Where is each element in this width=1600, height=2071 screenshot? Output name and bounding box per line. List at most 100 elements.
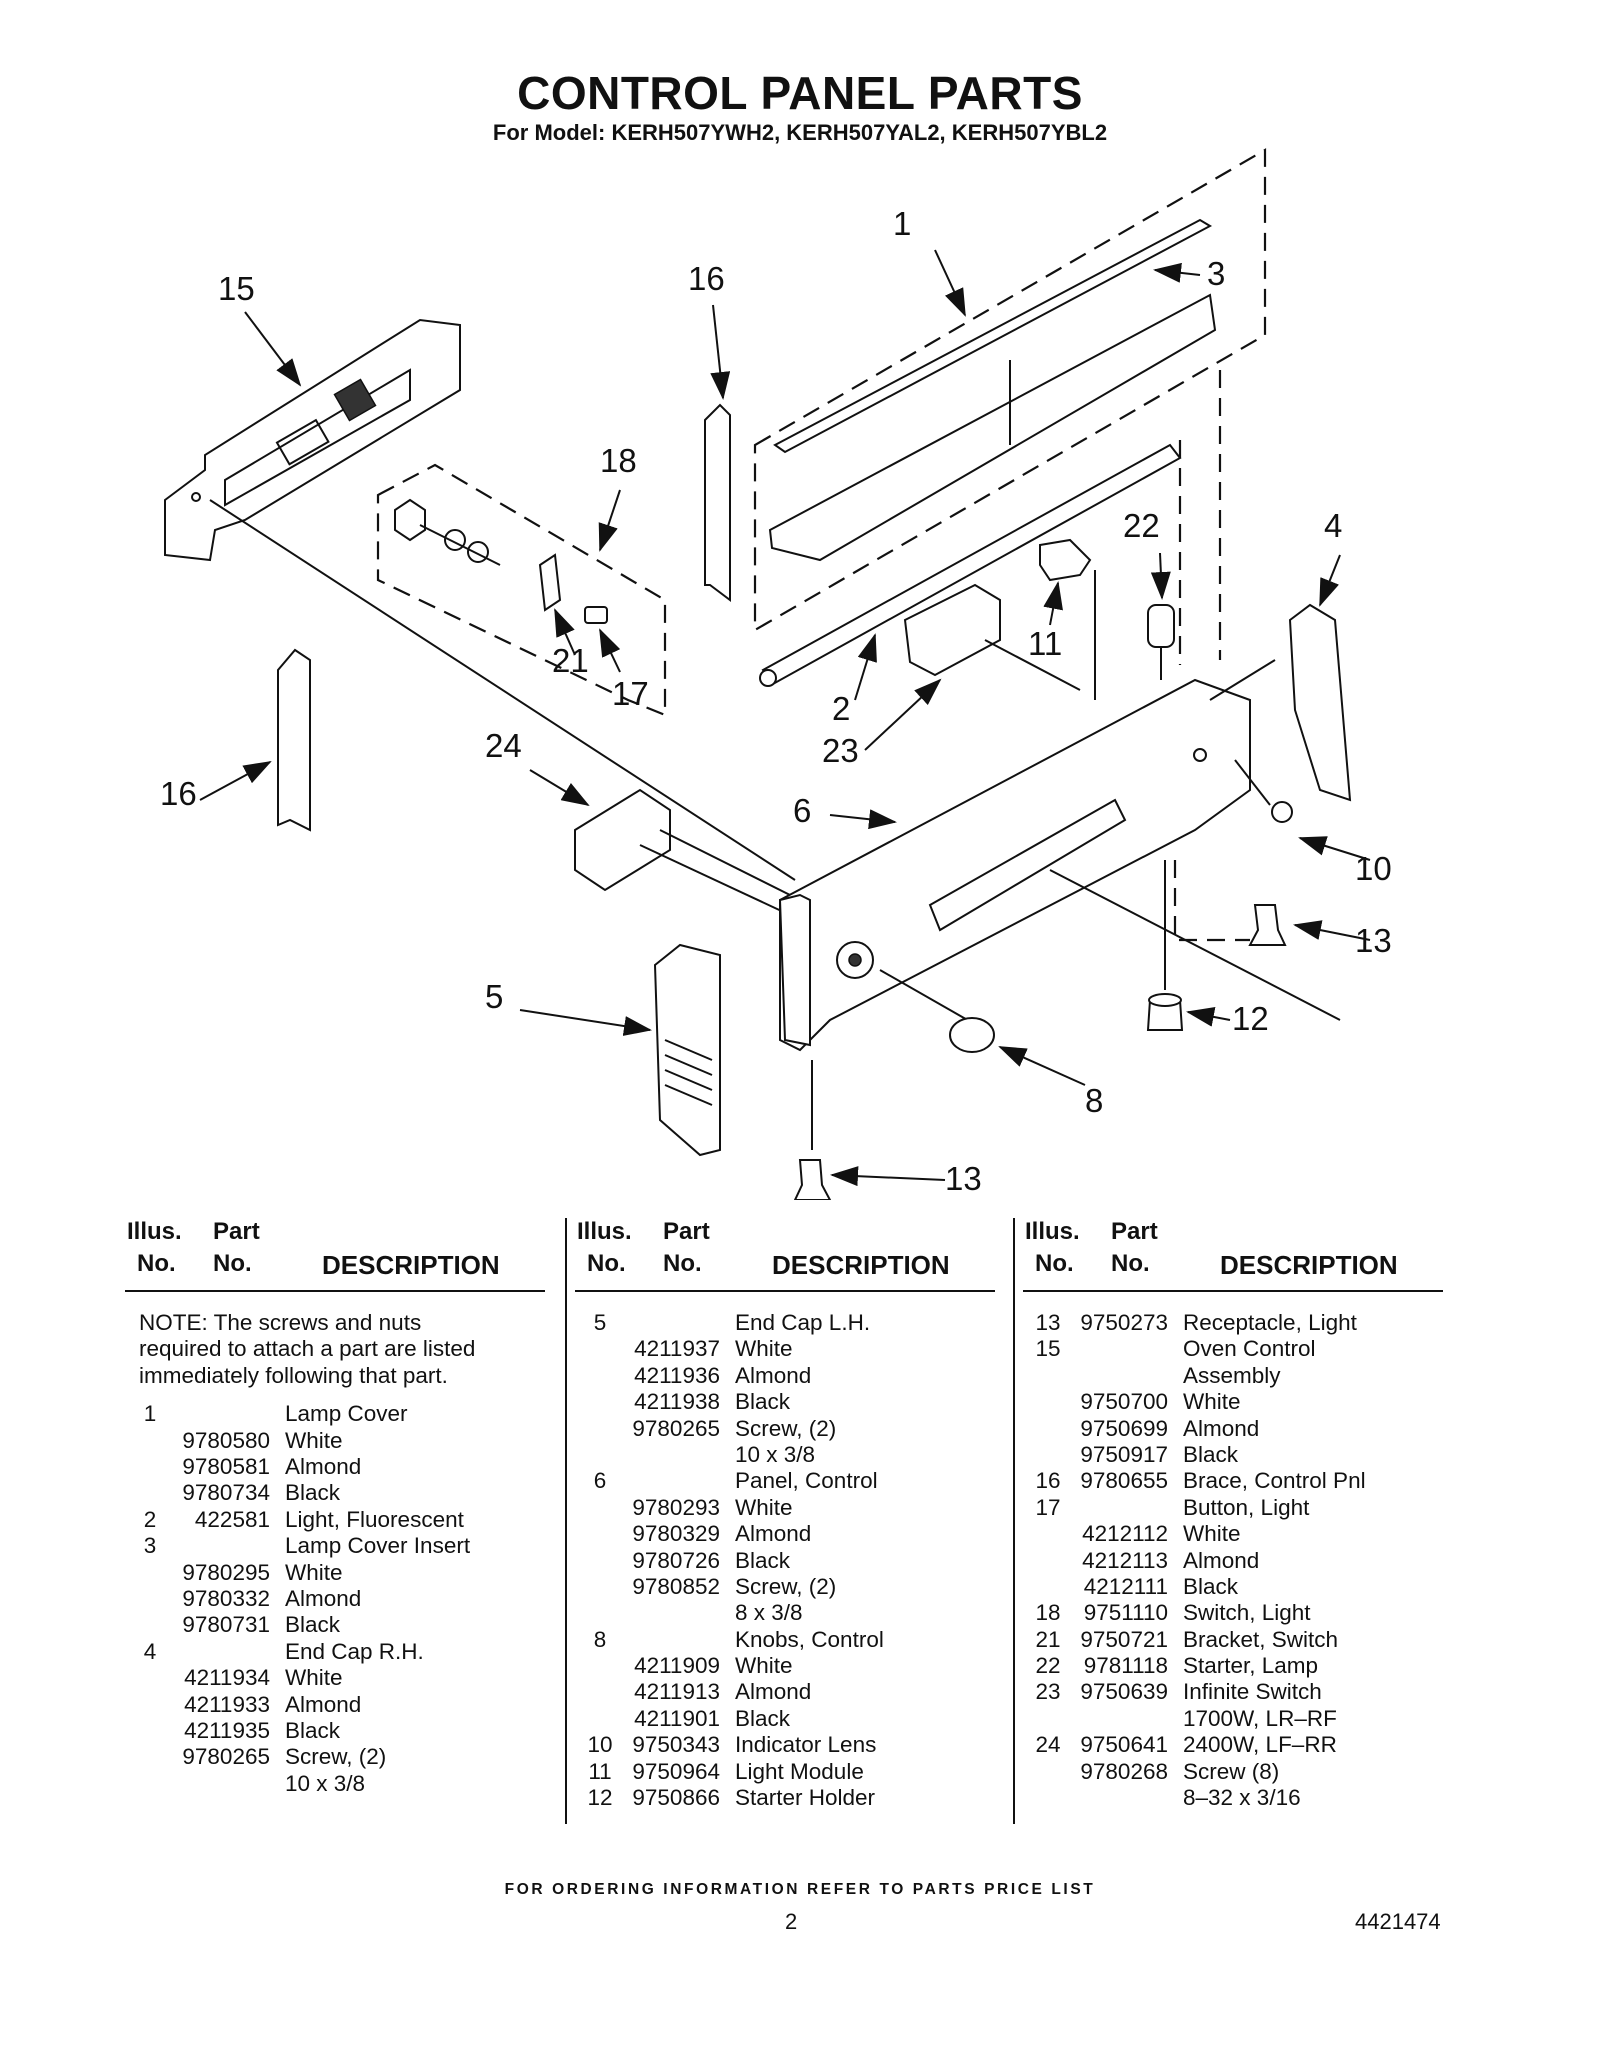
part-number: 9750964 [632,1758,720,1784]
part-description: Knobs, Control [735,1626,884,1652]
part-number: 9780329 [632,1521,720,1547]
part-description: Screw, (2) [735,1573,837,1599]
header-part-no: No. [663,1250,702,1277]
control-knob [949,1017,995,1053]
header-description: DESCRIPTION [322,1250,500,1280]
part-description: Light, Fluorescent [285,1506,464,1532]
starter-socket [1039,538,1092,582]
table-row: 9750700 White [1023,1389,1443,1415]
table-row: 1700W, LR–RF [1023,1706,1443,1732]
table-row: 4211934 White [125,1665,545,1691]
illus-number: 5 [593,1310,607,1335]
part-number: 9750699 [1080,1415,1168,1441]
part-number: 4212111 [1083,1573,1168,1599]
part-description: White [285,1665,343,1691]
part-number: 9780734 [182,1480,270,1506]
part-number: 9750641 [1080,1732,1168,1758]
part-description: Receptacle, Light [1183,1310,1357,1335]
part-description: Black [1183,1441,1239,1467]
model-subtitle: For Model: KERH507YWH2, KERH507YAL2, KER… [492,120,1108,145]
column-header: Illus. No. Part No. DESCRIPTION [125,1218,545,1292]
part-number: 4211934 [184,1665,270,1691]
part-description: Almond [735,1362,812,1388]
header-illus-no: No. [137,1250,176,1277]
column-header: Illus. No. Part No. DESCRIPTION [575,1218,995,1292]
part-description: Screw, (2) [735,1415,837,1441]
end-cap-left-texture [664,1039,713,1106]
part-number: 9780268 [1080,1758,1168,1784]
part-description: Almond [735,1521,812,1547]
callout-2: 2 [832,690,850,727]
column-divider [565,1218,567,1824]
control-panel-brace-upper [704,403,731,602]
part-description: Lamp Cover [285,1401,408,1427]
table-row: 9780329 Almond [575,1521,995,1547]
part-description: White [1183,1389,1241,1415]
illus-number: 16 [1035,1468,1061,1494]
table-row: 5 End Cap L.H. [575,1310,995,1336]
part-description: Oven Control [1183,1336,1316,1362]
illus-number: 21 [1035,1626,1061,1652]
illus-number: 12 [587,1785,613,1811]
part-description: Black [735,1389,791,1415]
part-description: Assembly [1183,1362,1281,1388]
callout-17: 17 [612,675,649,712]
part-description: Screw, (2) [285,1744,387,1770]
callout-18: 18 [600,442,637,479]
part-description: Starter Holder [735,1785,876,1811]
callout-12: 12 [1232,1000,1269,1037]
part-number: 4211901 [634,1705,720,1731]
part-number: 9780295 [182,1559,270,1585]
part-description: 10 x 3/8 [735,1441,816,1467]
part-number: 422581 [194,1506,270,1532]
part-number: 4212113 [1082,1547,1168,1573]
illus-number: 18 [1035,1600,1061,1626]
header-illus: Illus. [1025,1218,1080,1245]
part-number: 4211933 [184,1691,270,1717]
table-row: 8–32 x 3/16 [1023,1785,1443,1811]
callout-15: 15 [218,270,255,307]
callout-1: 1 [893,205,911,242]
column-divider [1013,1218,1015,1824]
part-number: 9750700 [1080,1389,1168,1415]
callout-8: 8 [1085,1082,1103,1119]
ordering-info: FOR ORDERING INFORMATION REFER TO PARTS … [504,1881,1096,1898]
part-number: 4211938 [634,1389,720,1415]
callout-11: 11 [1028,625,1062,662]
switch-assembly-boundary [376,463,667,717]
header-illus-no: No. [1035,1250,1074,1277]
parts-table-column-1: Illus. No. Part No. DESCRIPTION NOTE: Th… [125,1218,545,1797]
part-number: 9780731 [182,1612,270,1638]
part-description: Almond [285,1585,362,1611]
table-row: 10 x 3/8 [575,1442,995,1468]
header-part: Part [213,1218,260,1245]
part-number: 9750917 [1080,1441,1168,1467]
oven-control-assembly [164,318,461,562]
column-header: Illus. No. Part No. DESCRIPTION [1023,1218,1443,1292]
lamp-cover-insert [773,218,1213,454]
part-number: 4212112 [1082,1521,1168,1547]
part-description: Lamp Cover Insert [285,1533,471,1559]
part-description: White [285,1559,343,1585]
part-description: End Cap L.H. [735,1310,871,1335]
part-description: End Cap R.H. [285,1638,424,1664]
header-illus-no: No. [587,1250,626,1277]
table-row: 10 x 3/8 [125,1771,545,1797]
header-part-no: No. [1111,1250,1150,1277]
